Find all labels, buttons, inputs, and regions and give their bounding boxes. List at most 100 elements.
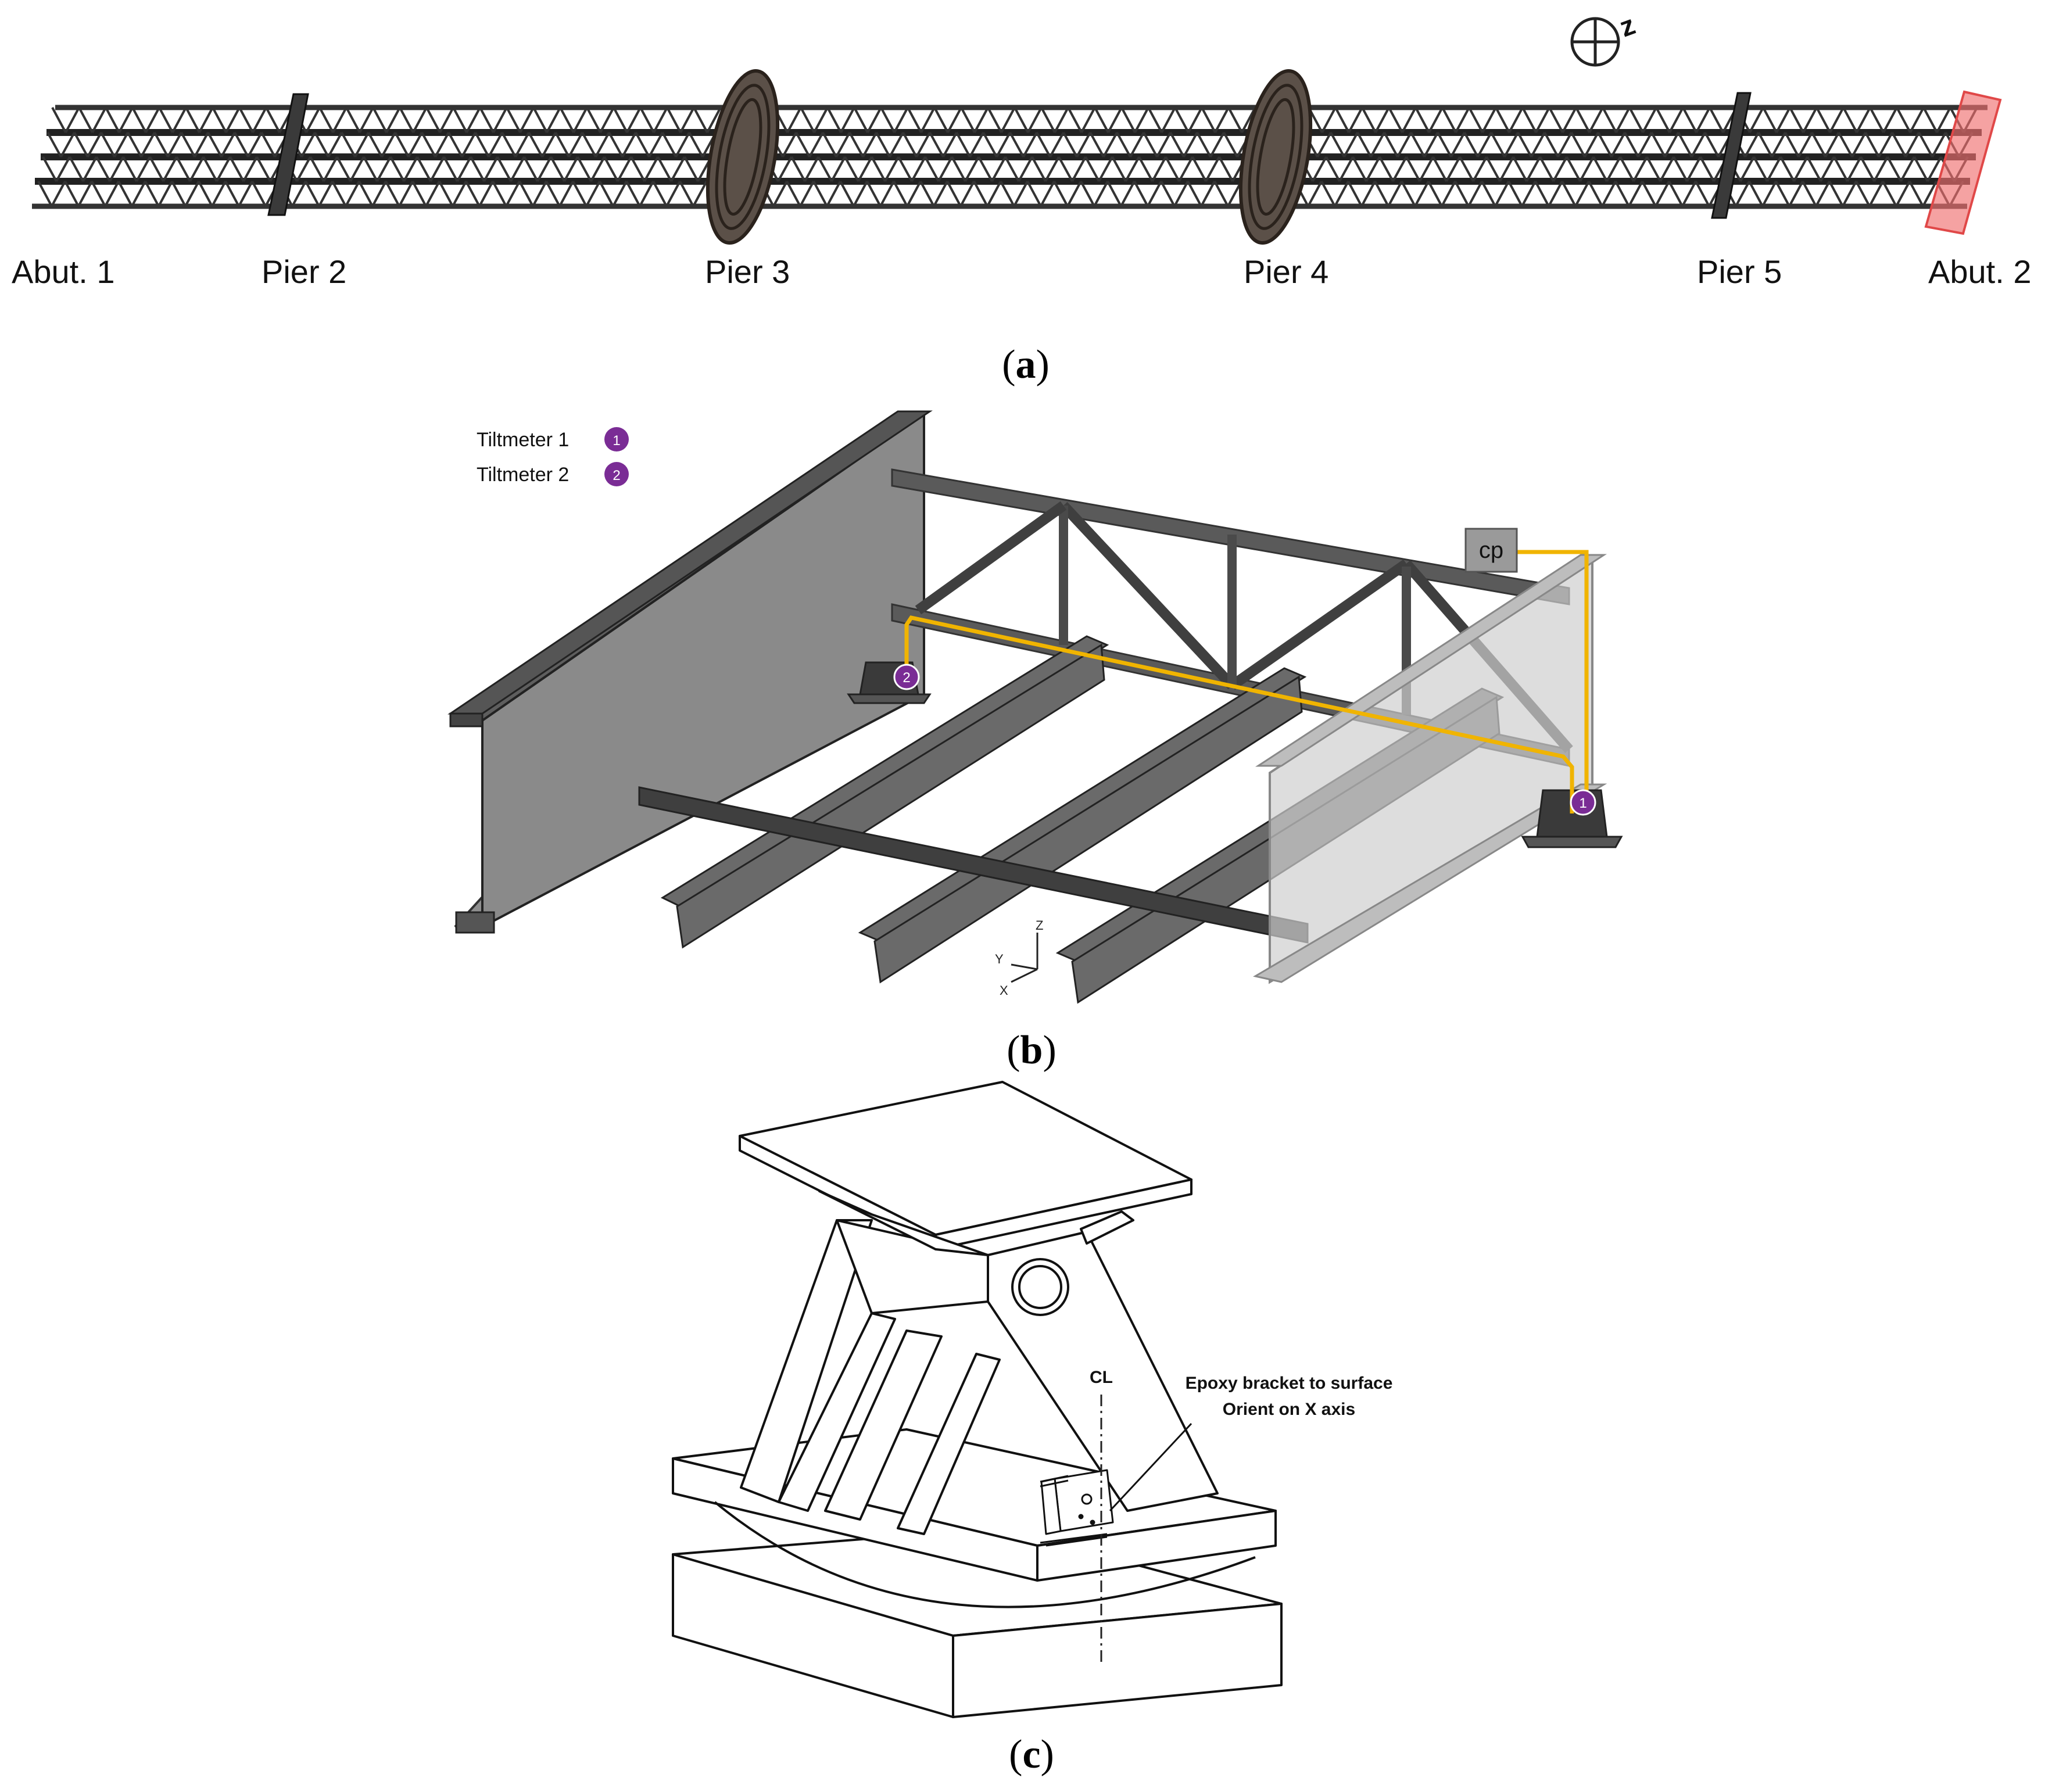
caption-b: (b) bbox=[1007, 1028, 1057, 1073]
truss-web-member bbox=[1566, 156, 1581, 182]
truss-web-member bbox=[37, 181, 53, 207]
truss-web-member bbox=[1828, 181, 1844, 207]
truss-web-member bbox=[670, 156, 686, 182]
truss-web-member bbox=[1739, 156, 1755, 182]
truss-web-member bbox=[929, 132, 944, 157]
truss-web-member bbox=[510, 156, 525, 182]
truss-web-member bbox=[786, 181, 801, 207]
truss-web-member bbox=[1891, 132, 1907, 157]
truss-web-member bbox=[318, 107, 334, 133]
truss-web-member bbox=[87, 132, 102, 157]
truss-web-member bbox=[327, 132, 343, 157]
truss-web-member bbox=[804, 156, 819, 182]
truss-web-member bbox=[1548, 181, 1563, 207]
truss-web-member bbox=[300, 132, 316, 157]
caption-c-letter: c bbox=[1022, 1732, 1040, 1777]
truss-web-member bbox=[69, 156, 84, 182]
truss-web-member bbox=[1824, 132, 1840, 157]
truss-web-member bbox=[1597, 132, 1613, 157]
truss-web-member bbox=[1116, 132, 1131, 157]
truss-web-member bbox=[907, 107, 922, 133]
truss-web-member bbox=[105, 107, 120, 133]
truss-web-member bbox=[1312, 156, 1327, 182]
truss-web-member bbox=[683, 156, 699, 182]
truss-web-member bbox=[1507, 181, 1523, 207]
truss-web-member bbox=[1133, 181, 1149, 207]
truss-web-member bbox=[1766, 156, 1782, 182]
truss-web-member bbox=[1360, 181, 1376, 207]
truss-web-member bbox=[1348, 107, 1363, 133]
truss-web-member bbox=[1396, 132, 1412, 157]
truss-web-member bbox=[198, 107, 214, 133]
truss-web-member bbox=[1160, 181, 1176, 207]
truss-web-member bbox=[1860, 156, 1875, 182]
truss-web-member bbox=[452, 181, 467, 207]
truss-web-member bbox=[1151, 156, 1167, 182]
truss-web-member bbox=[1624, 132, 1639, 157]
truss-web-member bbox=[514, 132, 530, 157]
truss-web-member bbox=[1365, 156, 1381, 182]
truss-web-member bbox=[1855, 181, 1871, 207]
truss-web-member bbox=[1191, 156, 1207, 182]
truss-web-member bbox=[1387, 181, 1403, 207]
truss-web-member bbox=[135, 156, 151, 182]
truss-web-member bbox=[893, 181, 908, 207]
truss-web-member bbox=[692, 181, 708, 207]
truss-web-member bbox=[822, 132, 837, 157]
truss-web-member bbox=[465, 181, 481, 207]
truss-web-member bbox=[657, 156, 672, 182]
truss-web-member bbox=[345, 107, 361, 133]
truss-web-member bbox=[1761, 181, 1777, 207]
truss-web-member bbox=[1370, 132, 1385, 157]
truss-web-member bbox=[933, 107, 949, 133]
truss-web-member bbox=[519, 107, 535, 133]
truss-web-member bbox=[447, 132, 463, 157]
truss-web-member bbox=[483, 156, 499, 182]
truss-web-member bbox=[127, 132, 142, 157]
truss-web-member bbox=[452, 107, 468, 133]
truss-web-member bbox=[835, 132, 851, 157]
truss-web-member bbox=[1521, 107, 1537, 133]
truss-web-member bbox=[1066, 181, 1082, 207]
truss-web-member bbox=[385, 107, 401, 133]
truss-web-member bbox=[1699, 156, 1715, 182]
truss-web-member bbox=[77, 181, 93, 207]
truss-web-member bbox=[612, 181, 628, 207]
truss-web-member bbox=[1454, 181, 1470, 207]
pier-5-shape bbox=[1711, 92, 1752, 219]
truss-web-member bbox=[1485, 156, 1501, 182]
truss-web-member bbox=[661, 132, 677, 157]
truss-web-member bbox=[1467, 181, 1483, 207]
truss-web-member bbox=[1018, 156, 1033, 182]
truss-web-member bbox=[145, 107, 160, 133]
truss-web-member bbox=[1829, 107, 1845, 133]
truss-web-member bbox=[1423, 132, 1439, 157]
truss-web-member bbox=[1227, 107, 1243, 133]
truss-web-member bbox=[1004, 156, 1020, 182]
truss-web-member bbox=[1316, 132, 1332, 157]
truss-web-member bbox=[1441, 107, 1457, 133]
legend: Tiltmeter 1 1 Tiltmeter 2 2 bbox=[477, 427, 629, 486]
truss-web-member bbox=[1584, 132, 1599, 157]
truss-web-member bbox=[643, 156, 659, 182]
truss-web-member bbox=[1147, 107, 1163, 133]
truss-web-member bbox=[1797, 132, 1813, 157]
truss-web-member bbox=[1878, 132, 1893, 157]
truss-web-member bbox=[176, 156, 191, 182]
truss-web-member bbox=[947, 107, 962, 133]
truss-web-member bbox=[1753, 156, 1768, 182]
truss-web-member bbox=[323, 156, 338, 182]
truss-web-member bbox=[1129, 132, 1145, 157]
truss-web-member bbox=[572, 181, 588, 207]
sole-plate bbox=[672, 1527, 1283, 1718]
truss-web-member bbox=[1054, 107, 1069, 133]
truss-web-member bbox=[376, 156, 392, 182]
truss-web-member bbox=[109, 156, 124, 182]
truss-web-member bbox=[665, 181, 681, 207]
truss-web-member bbox=[1918, 132, 1933, 157]
truss-web-member bbox=[506, 107, 521, 133]
truss-web-member bbox=[1561, 181, 1577, 207]
truss-web-member bbox=[595, 132, 610, 157]
truss-web-member bbox=[576, 156, 592, 182]
truss-web-member bbox=[862, 132, 878, 157]
